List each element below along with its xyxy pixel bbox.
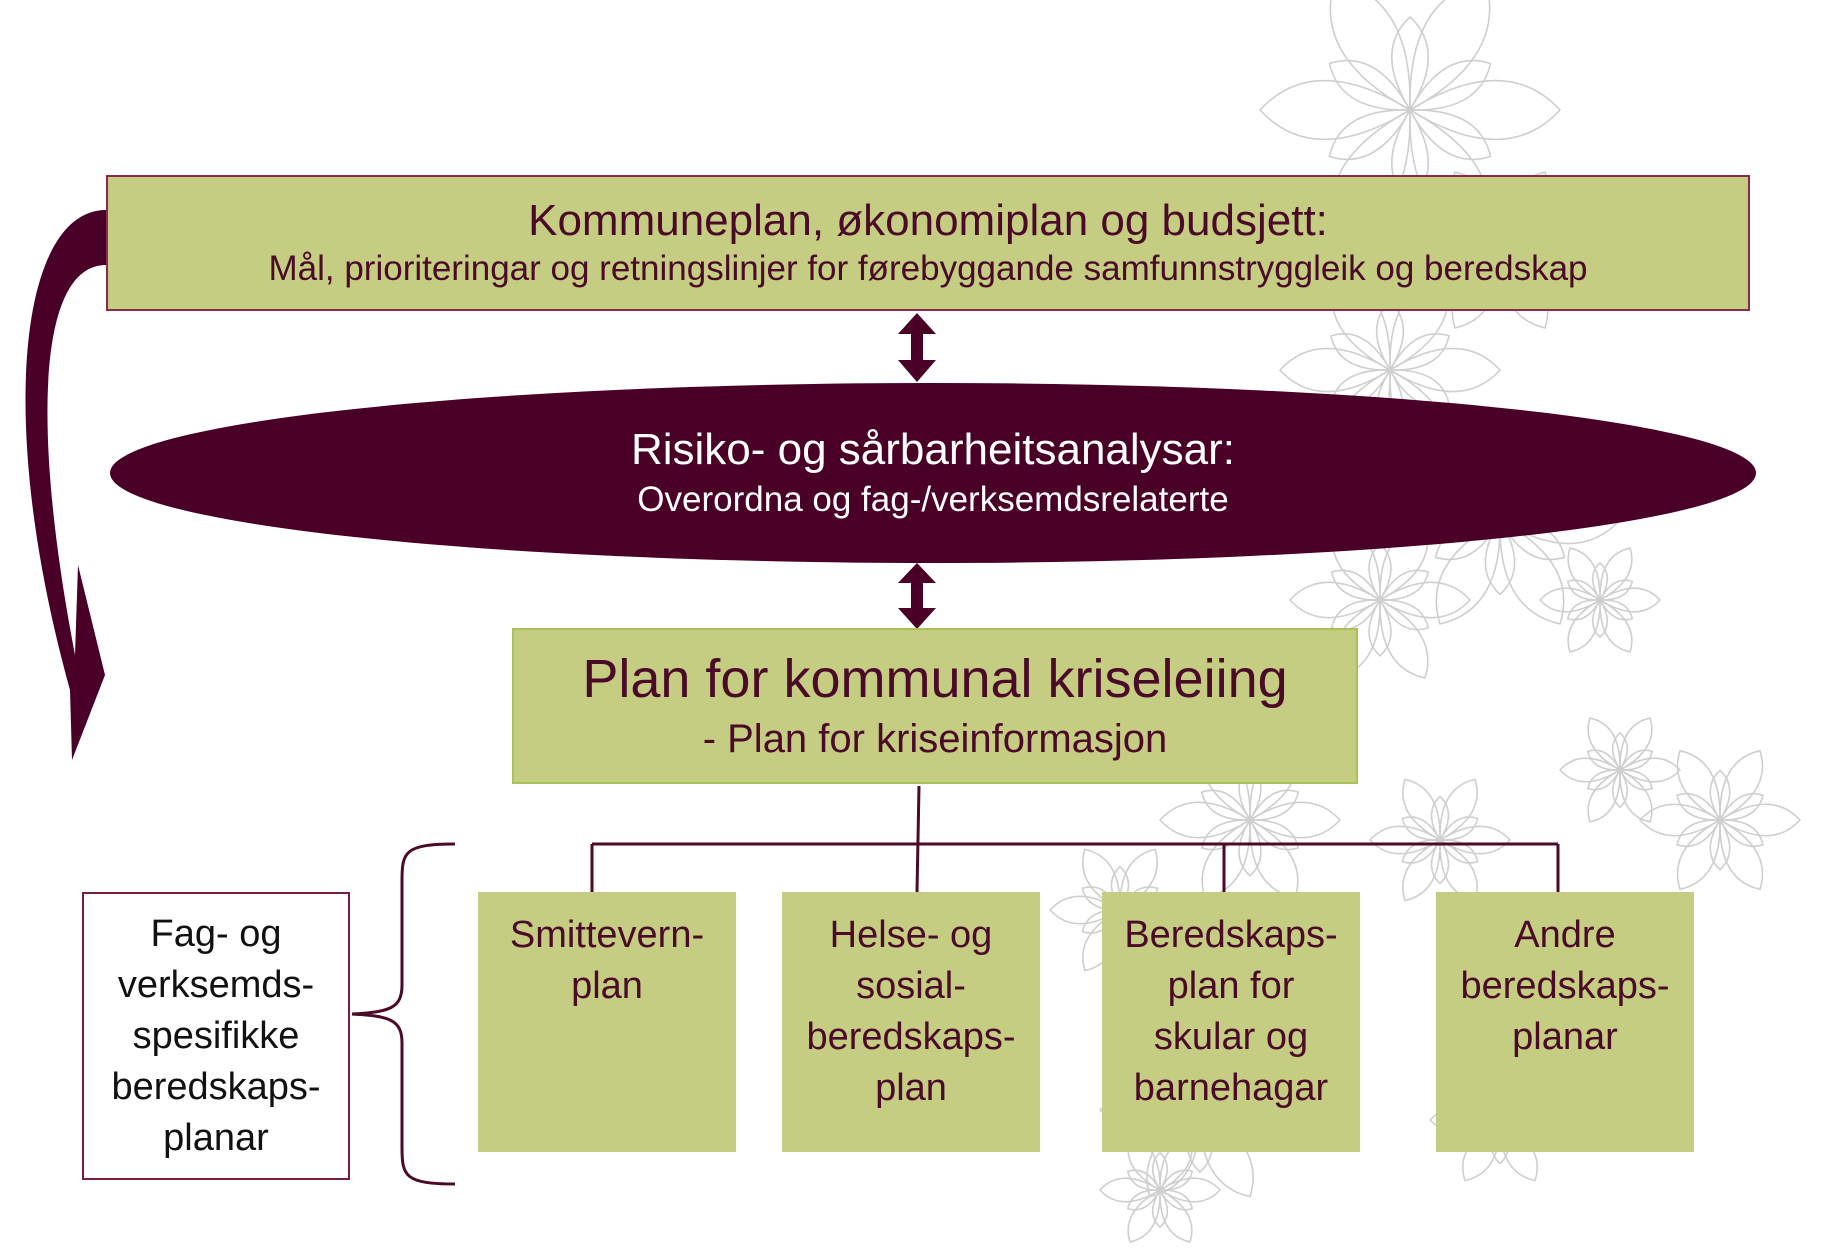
label-line: beredskaps- <box>111 1065 321 1108</box>
sub-plan-line: plan for <box>1167 965 1295 1007</box>
label-line: verksemds- <box>117 963 315 1006</box>
municipal-plan-box: Kommuneplan, økonomiplan og budsjett: Må… <box>106 175 1750 311</box>
double-headed-vertical-arrow <box>898 313 936 382</box>
risk-analysis-subtitle: Overordna og fag-/verksemdsrelaterte <box>637 480 1229 519</box>
sub-plan-line: plan <box>875 1067 947 1109</box>
sub-plan-line: Smittevern- <box>509 914 705 956</box>
sub-plan-health-social: Helse- og sosial- beredskaps- plan <box>782 892 1040 1152</box>
risk-analysis-title: Risiko- og sårbarheitsanalysar: <box>630 425 1236 474</box>
sub-plan-line: sosial- <box>856 965 966 1007</box>
flower-ornament-icon <box>1638 749 1802 891</box>
flower-ornament-icon <box>1538 547 1662 653</box>
sub-plan-line: Andre <box>1514 914 1616 956</box>
label-line: planar <box>163 1116 269 1159</box>
flower-ornament-icon <box>1258 0 1562 241</box>
sub-plan-line: Beredskaps- <box>1124 914 1338 956</box>
sub-plan-line: beredskaps- <box>806 1016 1016 1058</box>
risk-analysis-node: Risiko- og sårbarheitsanalysar: Overordn… <box>110 383 1756 563</box>
risk-analysis-ellipse <box>110 383 1756 563</box>
sub-plan-other: Andre beredskaps- planar <box>1436 892 1694 1152</box>
flower-ornament-icon <box>1368 778 1512 902</box>
sub-plan-line: Helse- og <box>829 914 993 956</box>
sub-plan-line: beredskaps- <box>1460 965 1670 1007</box>
label-line: Fag- og <box>150 912 282 955</box>
label-line: spesifikke <box>132 1014 300 1057</box>
sub-plan-schools-kindergartens: Beredskaps- plan for skular og barnehaga… <box>1102 892 1360 1152</box>
flower-ornament-icon <box>1288 521 1472 679</box>
sub-plan-line: plan <box>571 965 643 1007</box>
curved-down-arrow <box>25 210 106 760</box>
crisis-plan-title: Plan for kommunal kriseleiing <box>582 649 1288 709</box>
flower-ornament-icon <box>1558 717 1682 823</box>
crisis-plan-subtitle: - Plan for kriseinformasjon <box>702 717 1168 761</box>
sub-plan-line: planar <box>1512 1016 1618 1058</box>
crisis-management-plan-box: Plan for kommunal kriseleiing - Plan for… <box>512 628 1358 784</box>
sub-plan-line: skular og <box>1153 1016 1309 1058</box>
tree-connector <box>590 785 1560 893</box>
sub-plan-line: barnehagar <box>1133 1067 1329 1109</box>
double-headed-vertical-arrow <box>898 563 936 629</box>
municipal-plan-title: Kommuneplan, økonomiplan og budsjett: <box>528 196 1328 245</box>
specific-plans-label: Fag- og verksemds- spesifikke beredskaps… <box>82 892 350 1180</box>
curly-brace <box>351 842 456 1186</box>
municipal-plan-subtitle: Mål, prioriteringar og retningslinjer fo… <box>268 249 1588 288</box>
sub-plan-infection-control: Smittevern- plan <box>478 892 736 1152</box>
